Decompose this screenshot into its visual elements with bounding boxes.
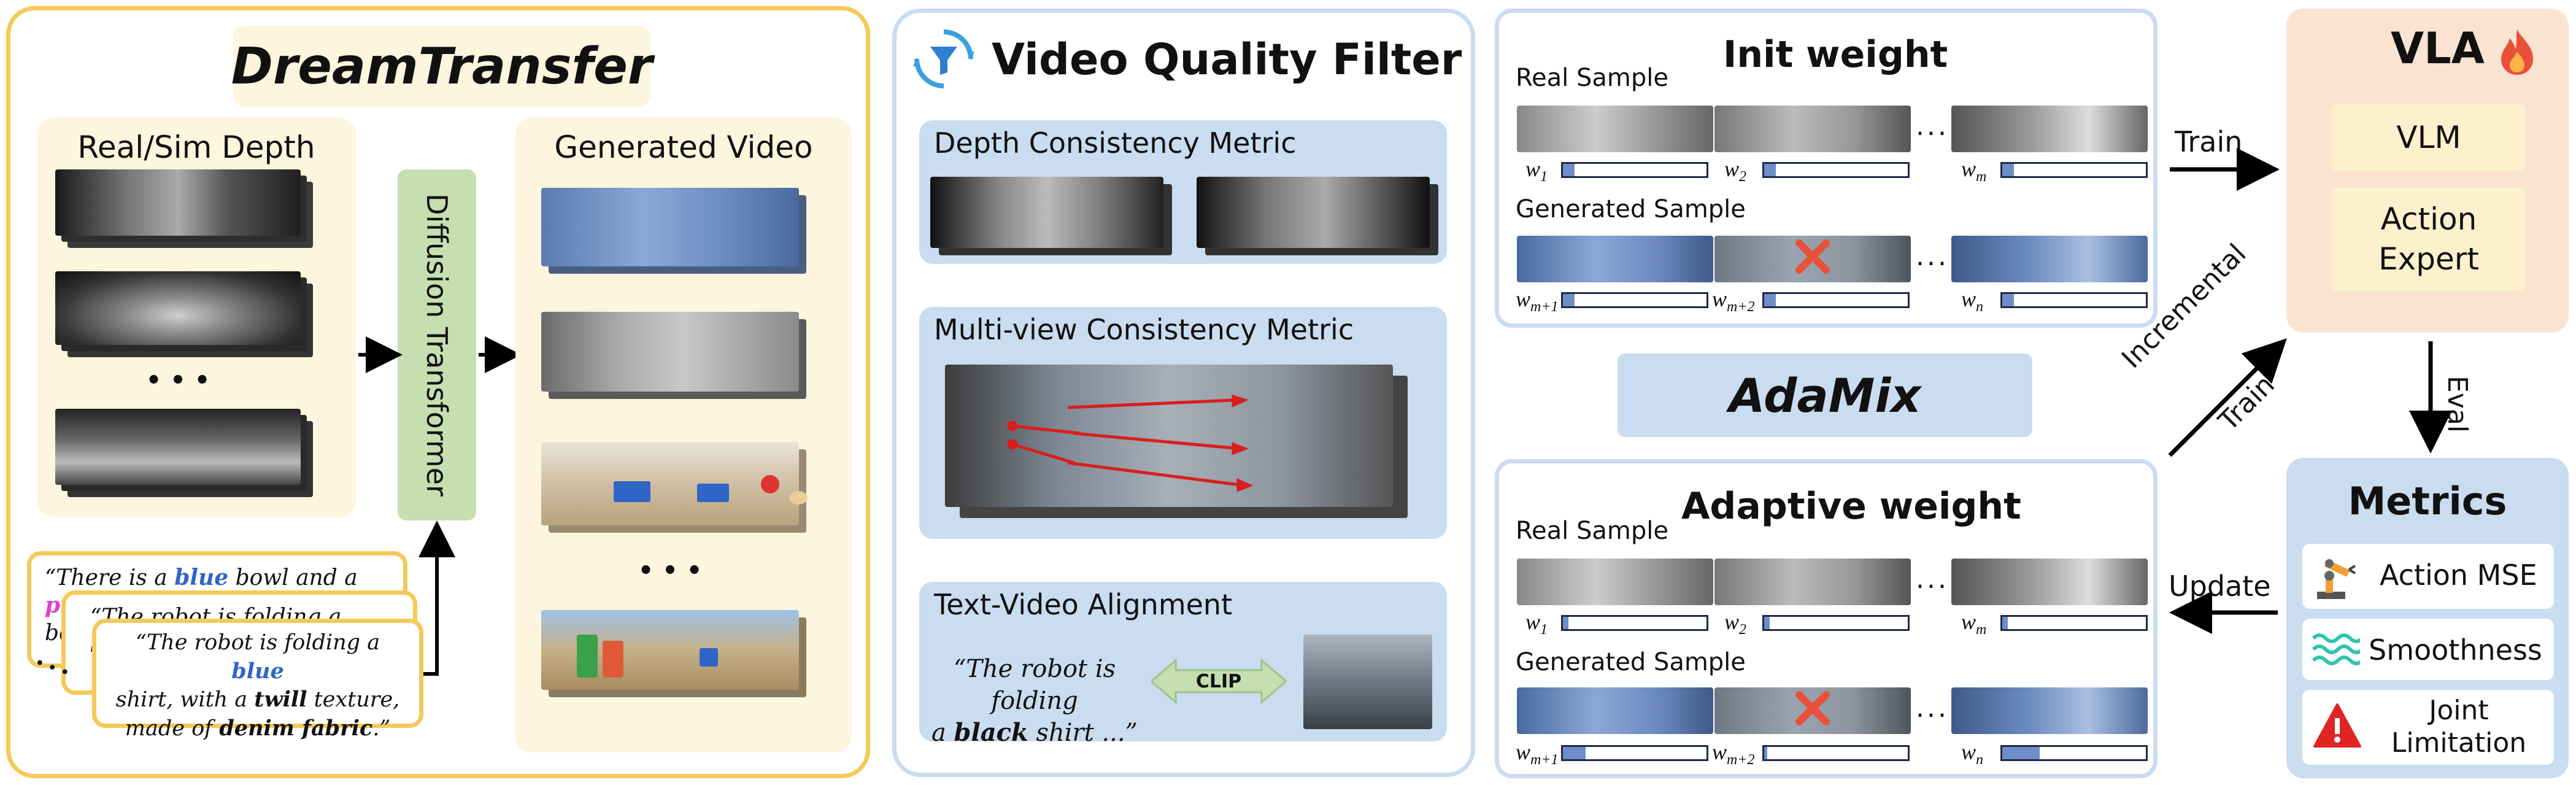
init-generated-label: Generated Sample — [1516, 195, 1746, 223]
prompt-card-3: “The robot is folding a blue shirt, with… — [92, 619, 423, 741]
action-expert-label-2: Expert — [2378, 241, 2479, 277]
train-label: Train — [2175, 125, 2243, 158]
init-bar-w2 — [1762, 162, 1910, 178]
metric-action-mse: Action MSE — [2302, 544, 2554, 609]
metric-action-mse-label: Action MSE — [2380, 559, 2537, 592]
adaptive-bar-w2 — [1762, 615, 1910, 631]
init-w1: w1 — [1525, 157, 1548, 185]
depth-metric-label: Depth Consistency Metric — [934, 126, 1297, 160]
init-weight-title: Init weight — [1723, 33, 1948, 76]
robot-arm-icon — [2317, 559, 2356, 599]
multiview-metric-label: Multi-view Consistency Metric — [934, 313, 1354, 346]
init-bar-w1 — [1561, 162, 1708, 178]
init-bar-wm — [2000, 162, 2148, 178]
adaptive-bar-wm2 — [1762, 745, 1910, 761]
init-w2: w2 — [1724, 157, 1747, 185]
init-wn: wn — [1961, 287, 1984, 315]
init-real-label: Real Sample — [1516, 64, 1668, 92]
dreamtransfer-title-box: DreamTransfer — [231, 26, 653, 107]
init-reject-x-icon — [1795, 239, 1830, 274]
arrow-text-to-dt — [418, 520, 455, 676]
adaptive-gen-ellipsis: ... — [1916, 692, 1949, 724]
dreamtransfer-title: DreamTransfer — [231, 37, 653, 96]
metric-smoothness-label: Smoothness — [2369, 633, 2542, 667]
adaptive-bar-wm — [2000, 615, 2148, 631]
adaptive-weight-title: Adaptive weight — [1681, 485, 2021, 528]
init-bar-wm1 — [1561, 292, 1708, 308]
generated-video-title: Generated Video — [554, 130, 813, 165]
depth-title: Real/Sim Depth — [77, 130, 315, 165]
adaptive-reject-x-icon — [1795, 691, 1830, 725]
text-video-quote: “The robot is folding a black shirt ...” — [931, 655, 1138, 747]
vla-title: VLA — [2391, 23, 2485, 74]
adaptive-wm1: wm+1 — [1516, 740, 1559, 768]
adaptive-real-label: Real Sample — [1516, 517, 1668, 545]
init-bar-wm2 — [1762, 292, 1910, 308]
init-wm: wm — [1961, 157, 1987, 185]
metric-joint-limitation: Joint Limitation — [2302, 690, 2554, 765]
adaptive-bar-w1 — [1561, 615, 1708, 631]
adaptive-wm: wm — [1961, 609, 1987, 638]
dt-arrows — [358, 336, 522, 676]
vlm-box: VLM — [2332, 104, 2526, 171]
adamix-title: AdaMix — [1729, 368, 1921, 423]
filter-title: Video Quality Filter — [992, 34, 1462, 85]
adaptive-wn: wn — [1961, 740, 1984, 768]
init-real-ellipsis: ... — [1916, 110, 1949, 142]
metric-joint-limitation-label: Joint Limitation — [2391, 695, 2527, 759]
warning-icon — [2313, 703, 2361, 748]
adaptive-generated-label: Generated Sample — [1516, 648, 1746, 676]
update-label: Update — [2169, 570, 2271, 603]
eval-label: Eval — [2442, 376, 2473, 433]
init-wm2: wm+2 — [1712, 287, 1755, 315]
adaptive-real-ellipsis: ... — [1916, 563, 1949, 595]
multiview-lines — [1007, 394, 1254, 492]
init-gen-ellipsis: ... — [1916, 241, 1949, 272]
fire-icon — [2501, 29, 2533, 75]
clip-arrow — [1151, 658, 1286, 705]
wave-icon — [2312, 633, 2360, 665]
text-video-label: Text-Video Alignment — [934, 588, 1233, 621]
metric-smoothness: Smoothness — [2302, 619, 2554, 680]
filter-icon — [913, 29, 974, 88]
adamix-box: AdaMix — [1618, 354, 2032, 437]
gen-ellipsis: • • • — [638, 557, 703, 585]
adaptive-bar-wn — [2000, 745, 2148, 761]
metrics-title: Metrics — [2348, 478, 2507, 524]
depth-ellipsis: • • • — [145, 366, 210, 395]
init-bar-wn — [2000, 292, 2148, 308]
clip-label: CLIP — [1195, 670, 1242, 692]
right-arrows — [2168, 148, 2452, 634]
adaptive-bar-wm1 — [1561, 745, 1708, 761]
diffusion-transformer-box: Diffusion Transformer — [398, 169, 476, 520]
init-wm1: wm+1 — [1516, 287, 1559, 315]
adaptive-w2: w2 — [1724, 609, 1747, 638]
adaptive-wm2: wm+2 — [1712, 740, 1755, 768]
arrow-incremental — [2168, 338, 2287, 457]
action-expert-box: Action Expert — [2332, 188, 2526, 291]
adaptive-w1: w1 — [1525, 609, 1548, 638]
vlm-label: VLM — [2396, 120, 2461, 155]
action-expert-label-1: Action — [2380, 201, 2477, 237]
